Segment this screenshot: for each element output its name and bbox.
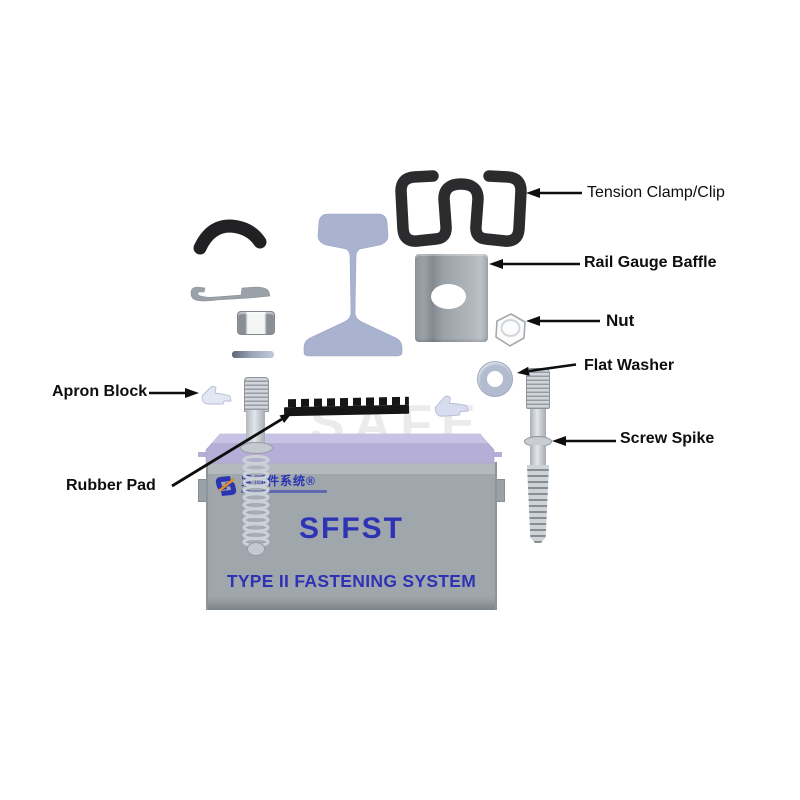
apron-block-arrow — [149, 388, 199, 398]
tension-clamp-side-part — [193, 219, 267, 255]
apron-block-label: Apron Block — [52, 383, 148, 400]
screw-spike-part — [524, 368, 552, 543]
spike-fine-thread — [526, 368, 550, 409]
washer-side-part — [232, 351, 274, 358]
apron-block-part-2 — [434, 395, 469, 417]
spring-coil-part — [242, 454, 270, 548]
flat-washer-arrow — [517, 363, 577, 376]
rail-gauge-baffle-part — [415, 254, 488, 342]
left-screw-foot — [240, 442, 273, 454]
tension-clamp-label: Tension Clamp/Clip — [587, 184, 725, 201]
block-title: SFFST — [299, 512, 404, 545]
rail-gauge-baffle-arrow — [489, 259, 580, 269]
flat-washer-hole — [487, 371, 503, 387]
nut-arrow — [526, 316, 600, 326]
spike-coarse-thread — [526, 465, 550, 543]
nut-side-part — [237, 311, 275, 335]
spike-shank — [530, 409, 546, 438]
rubber-pad-arrow — [171, 413, 292, 488]
rubber-pad-label: Rubber Pad — [66, 477, 156, 494]
tie-plate-part — [198, 433, 502, 464]
tension-clamp-part — [395, 170, 527, 247]
flat-washer-label: Flat Washer — [584, 357, 675, 374]
brand-logo-icon — [215, 476, 237, 496]
screw-tip-part — [247, 542, 265, 556]
nut-label: Nut — [606, 311, 635, 330]
baffle-hole — [431, 284, 466, 309]
rail-gauge-baffle-label: Rail Gauge Baffle — [584, 254, 717, 271]
flat-washer-part — [477, 361, 513, 397]
baffle-side-part — [190, 286, 271, 302]
spike-shank-lower — [530, 445, 546, 465]
screw-spike-label: Screw Spike — [620, 430, 715, 447]
screw-spike-arrow — [552, 436, 616, 446]
nut-part — [495, 313, 526, 347]
rubber-pad-part — [284, 396, 410, 417]
rail-profile — [303, 213, 403, 357]
tension-clamp-arrow — [526, 188, 582, 198]
apron-block-part — [201, 386, 232, 405]
block-subtitle: TYPE II FASTENING SYSTEM — [226, 571, 477, 591]
brand-logo-subtext — [241, 490, 327, 493]
